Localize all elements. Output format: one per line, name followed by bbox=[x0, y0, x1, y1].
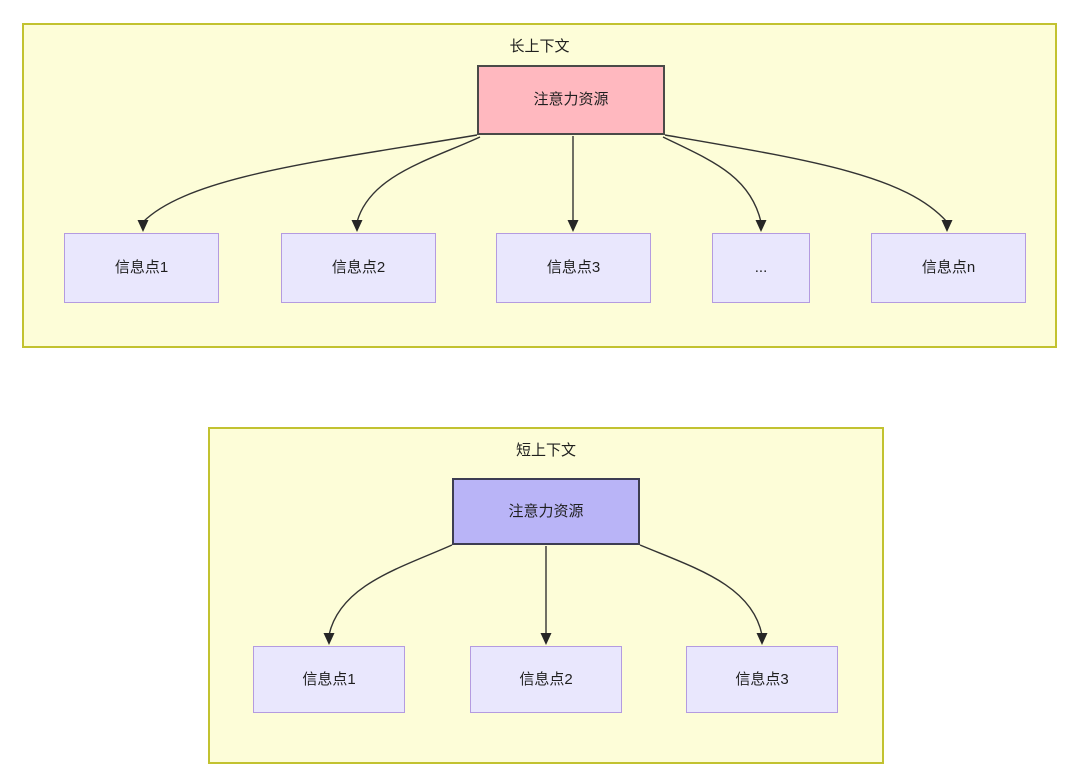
node-info-point-2-short[interactable]: 信息点2 bbox=[470, 646, 622, 713]
node-info-point-ellipsis-long[interactable]: ... bbox=[712, 233, 810, 303]
panel-short-context-title: 短上下文 bbox=[515, 442, 576, 459]
node-label: 注意力资源 bbox=[508, 502, 584, 520]
node-info-point-3-short[interactable]: 信息点3 bbox=[686, 646, 838, 713]
node-info-point-2-long[interactable]: 信息点2 bbox=[281, 233, 436, 303]
node-label: 信息点2 bbox=[519, 670, 573, 688]
node-label: 信息点2 bbox=[331, 259, 386, 276]
node-info-point-n-long[interactable]: 信息点n bbox=[871, 233, 1026, 303]
node-attention-resource-short[interactable]: 注意力资源 bbox=[452, 478, 640, 545]
node-label: 信息点3 bbox=[546, 259, 601, 276]
node-label: 信息点1 bbox=[114, 259, 169, 276]
node-label: ... bbox=[754, 259, 768, 276]
node-label: 信息点n bbox=[921, 259, 976, 276]
node-info-point-1-long[interactable]: 信息点1 bbox=[64, 233, 219, 303]
node-info-point-3-long[interactable]: 信息点3 bbox=[496, 233, 651, 303]
node-label: 信息点1 bbox=[302, 670, 356, 688]
node-label: 注意力资源 bbox=[533, 91, 609, 108]
node-label: 信息点3 bbox=[735, 670, 789, 688]
panel-long-context-title: 长上下文 bbox=[509, 38, 570, 55]
node-attention-resource-long[interactable]: 注意力资源 bbox=[477, 65, 665, 135]
node-info-point-1-short[interactable]: 信息点1 bbox=[253, 646, 405, 713]
